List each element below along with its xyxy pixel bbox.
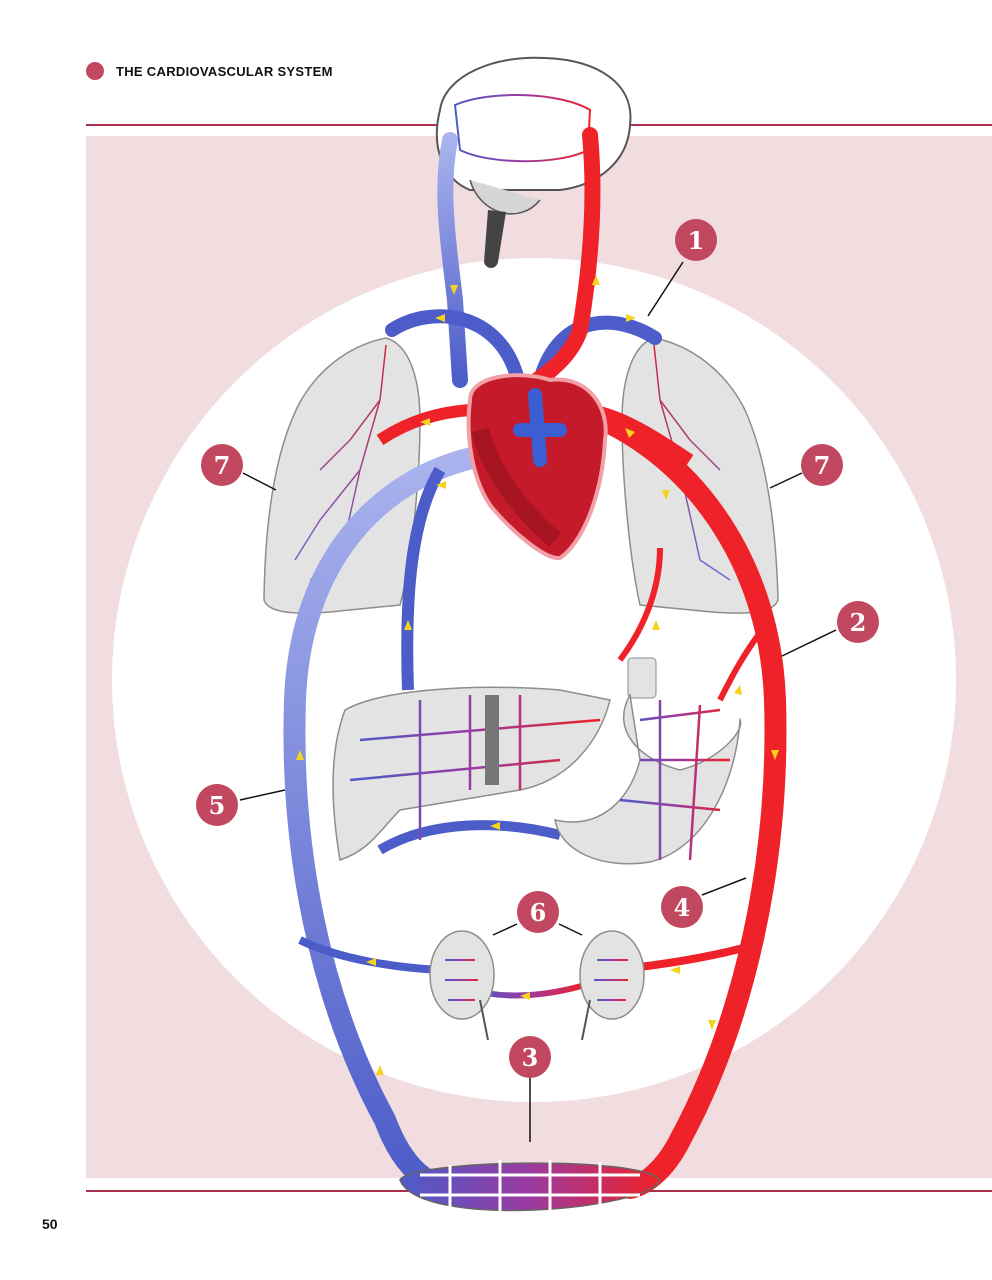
- pulmonary-vein-left: [385, 309, 525, 387]
- marker-4-label: 4: [674, 893, 691, 922]
- flow-arrows: [296, 275, 779, 1075]
- marker-2-label: 2: [850, 608, 867, 637]
- pulmonary-artery-left: [376, 404, 471, 446]
- marker-7-right-label: 7: [814, 451, 831, 480]
- gastric-artery: [717, 618, 773, 702]
- section-bullet-icon: [86, 62, 104, 80]
- leader-lines: [239, 261, 837, 1142]
- marker-1: 1: [675, 219, 717, 261]
- marker-7-left: 7: [201, 444, 243, 486]
- marker-7-right: 7: [801, 444, 843, 486]
- marker-5-label: 5: [209, 791, 226, 820]
- right-kidney: [579, 930, 645, 1041]
- heart: [466, 373, 608, 561]
- section-title: THE CARDIOVASCULAR SYSTEM: [116, 63, 333, 79]
- marker-6: 6: [517, 891, 559, 933]
- marker-6-label: 6: [530, 898, 547, 927]
- pulmonary-artery-right: [598, 406, 694, 465]
- carotid-artery: [512, 127, 601, 398]
- marker-5: 5: [196, 784, 238, 826]
- portal-vein: [377, 820, 562, 855]
- hepatic-artery: [617, 547, 663, 662]
- marker-7-left-label: 7: [214, 451, 231, 480]
- marker-2: 2: [837, 601, 879, 643]
- marker-3: 3: [509, 1036, 551, 1078]
- hepatic-vein: [401, 466, 446, 691]
- marker-3-label: 3: [522, 1043, 539, 1072]
- liver: [332, 686, 611, 861]
- marker-1-label: 1: [688, 226, 705, 255]
- vena-cava-loop: [283, 447, 483, 1196]
- page-number: 50: [42, 1216, 58, 1232]
- capillary-bed: [399, 1160, 661, 1220]
- stomach: [554, 657, 742, 865]
- section-header: THE CARDIOVASCULAR SYSTEM: [86, 62, 333, 80]
- marker-4: 4: [661, 886, 703, 928]
- aorta-loop: [569, 399, 787, 1199]
- brain: [435, 56, 632, 268]
- left-kidney: [429, 930, 495, 1041]
- pulmonary-vein-right: [533, 315, 662, 387]
